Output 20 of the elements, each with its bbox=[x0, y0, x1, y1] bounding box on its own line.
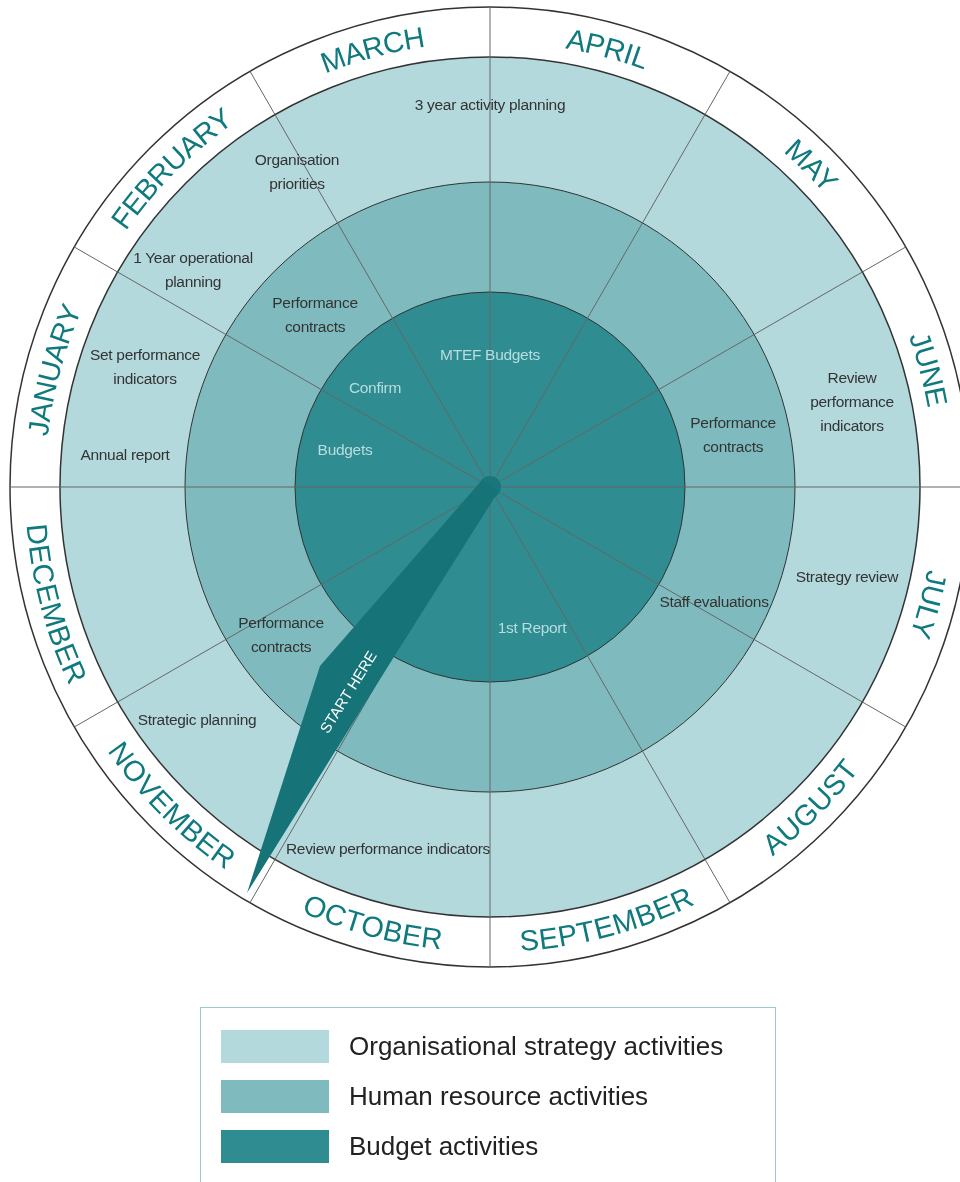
activity-label: Budgets bbox=[316, 440, 374, 460]
legend-label: Budget activities bbox=[349, 1130, 539, 1163]
activity-label: 1st Report bbox=[496, 618, 568, 638]
activity-label: Review performance indicators bbox=[284, 839, 492, 859]
month-label: MAY bbox=[778, 132, 845, 199]
month-label: APRIL bbox=[563, 22, 653, 76]
legend-label: Organisational strategy activities bbox=[349, 1030, 724, 1063]
activity-label: Set performance indicators bbox=[88, 345, 202, 389]
activity-label: Confirm bbox=[347, 378, 403, 398]
activity-label: Annual report bbox=[79, 445, 171, 465]
activity-label: MTEF Budgets bbox=[439, 345, 541, 365]
activity-label: Performance contracts bbox=[271, 293, 359, 337]
activity-label: Performance contracts bbox=[689, 413, 777, 457]
month-label: MARCH bbox=[316, 20, 427, 80]
activity-label: Organisation priorities bbox=[253, 150, 341, 194]
activity-label: Staff evaluations bbox=[658, 592, 770, 612]
activity-label: 3 year activity planning bbox=[413, 95, 567, 115]
activity-label: 1 Year operational planning bbox=[133, 248, 253, 292]
legend-label: Human resource activities bbox=[349, 1080, 649, 1113]
activity-label: Review performance indicators bbox=[809, 368, 895, 436]
